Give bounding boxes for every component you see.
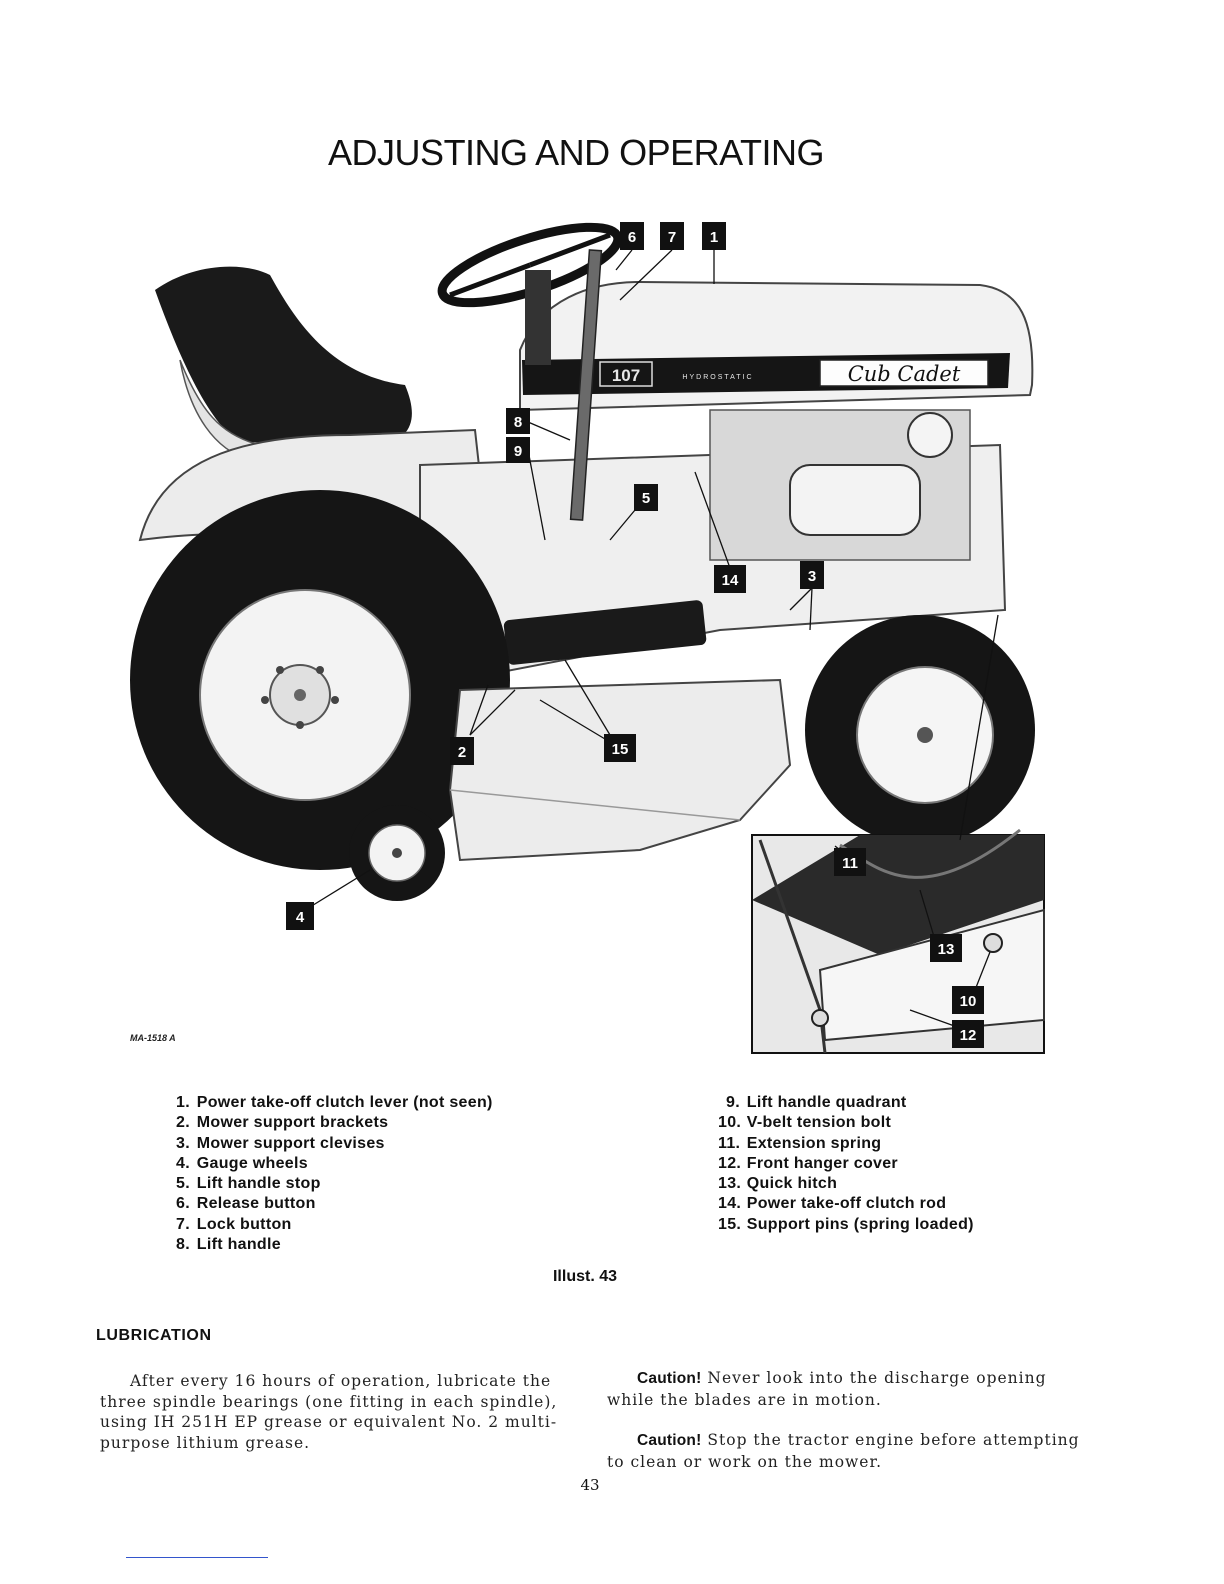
model-badge xyxy=(599,361,653,387)
seat xyxy=(155,266,412,445)
callout-3: 3 xyxy=(800,561,824,589)
legend-item: 2. Mower support brackets xyxy=(176,1114,389,1132)
legend-item: 10. V-belt tension bolt xyxy=(718,1114,892,1132)
svg-text:13: 13 xyxy=(938,941,955,958)
svg-text:2: 2 xyxy=(458,744,466,761)
footer-rule xyxy=(126,1557,268,1558)
lubrication-paragraph: After every 16 hours of operation, lubri… xyxy=(100,1372,558,1452)
callout-10: 10 xyxy=(952,986,984,1014)
callout-1: 1 xyxy=(702,222,726,250)
air-filter xyxy=(907,412,953,458)
legend-item: 15. Support pins (spring loaded) xyxy=(718,1215,974,1233)
caution-paragraph-1: Caution! Never look into the discharge o… xyxy=(607,1369,1047,1409)
svg-text:14: 14 xyxy=(722,572,739,589)
svg-text:3: 3 xyxy=(808,568,816,585)
legend-item: 13. Quick hitch xyxy=(718,1175,838,1193)
svg-text:8: 8 xyxy=(514,414,522,431)
svg-text:6: 6 xyxy=(628,229,636,246)
lift-handle xyxy=(569,249,603,521)
callout-2: 2 xyxy=(450,737,474,765)
legend-item: 8. Lift handle xyxy=(176,1236,281,1254)
legend-item: 5. Lift handle stop xyxy=(176,1175,321,1193)
legend-right: 9. Lift handle quadrant 10. V-belt tensi… xyxy=(718,1093,974,1235)
callout-15: 15 xyxy=(604,734,636,762)
callout-14: 14 xyxy=(714,565,746,593)
legend-left: 1. Power take-off clutch lever (not seen… xyxy=(168,1093,493,1255)
svg-text:4: 4 xyxy=(296,909,305,926)
callout-11: 11 xyxy=(834,848,866,876)
page-title: ADJUSTING AND OPERATING xyxy=(328,132,824,173)
svg-text:7: 7 xyxy=(668,229,676,246)
illustration-caption: Illust. 43 xyxy=(552,1268,618,1285)
legend-item: 14. Power take-off clutch rod xyxy=(718,1195,947,1213)
legend-item: 12. Front hanger cover xyxy=(718,1154,898,1172)
legend-item: 9. Lift handle quadrant xyxy=(726,1094,907,1111)
caution-label: Caution! xyxy=(637,1370,702,1387)
caution-paragraph-2: Caution! Stop the tractor engine before … xyxy=(607,1431,1080,1471)
leader-lines xyxy=(309,249,999,1029)
callout-6: 6 xyxy=(620,222,644,250)
tractor-illustration: 107 HYDROSTATIC Cub Cadet xyxy=(130,222,1045,1054)
svg-text:5: 5 xyxy=(642,490,650,507)
section-heading: LUBRICATION xyxy=(96,1327,212,1344)
caution-label: Caution! xyxy=(637,1432,702,1449)
decal-model: 107 xyxy=(612,366,640,385)
callout-8: 8 xyxy=(506,408,530,434)
decal-hydrostatic: HYDROSTATIC xyxy=(682,374,753,381)
callout-13: 13 xyxy=(930,934,962,962)
callout-12: 12 xyxy=(952,1020,984,1048)
engine-cylinder xyxy=(789,464,921,536)
legend-item: 7. Lock button xyxy=(176,1215,292,1233)
svg-text:9: 9 xyxy=(514,443,522,460)
mower-deck xyxy=(448,678,792,862)
legend-item: 3. Mower support clevises xyxy=(176,1134,385,1152)
page-number: 43 xyxy=(580,1476,600,1494)
decal-brand: Cub Cadet xyxy=(848,362,961,386)
svg-text:15: 15 xyxy=(612,741,629,758)
legend-item: 11. Extension spring xyxy=(718,1134,882,1152)
svg-text:12: 12 xyxy=(960,1027,977,1044)
callout-7: 7 xyxy=(660,222,684,250)
svg-text:11: 11 xyxy=(842,855,858,872)
callout-9: 9 xyxy=(506,437,530,463)
svg-text:10: 10 xyxy=(960,993,977,1010)
callout-4: 4 xyxy=(286,902,314,930)
legend-item: 4. Gauge wheels xyxy=(176,1154,308,1172)
callout-5: 5 xyxy=(634,484,658,511)
side-panel xyxy=(503,600,707,665)
legend-item: 1. Power take-off clutch lever (not seen… xyxy=(176,1094,493,1111)
figure-code: MA-1518 A xyxy=(130,1033,176,1043)
legend-item: 6. Release button xyxy=(176,1195,316,1213)
steering-column xyxy=(525,270,551,365)
svg-text:1: 1 xyxy=(710,229,718,246)
brand-plate xyxy=(819,359,989,387)
